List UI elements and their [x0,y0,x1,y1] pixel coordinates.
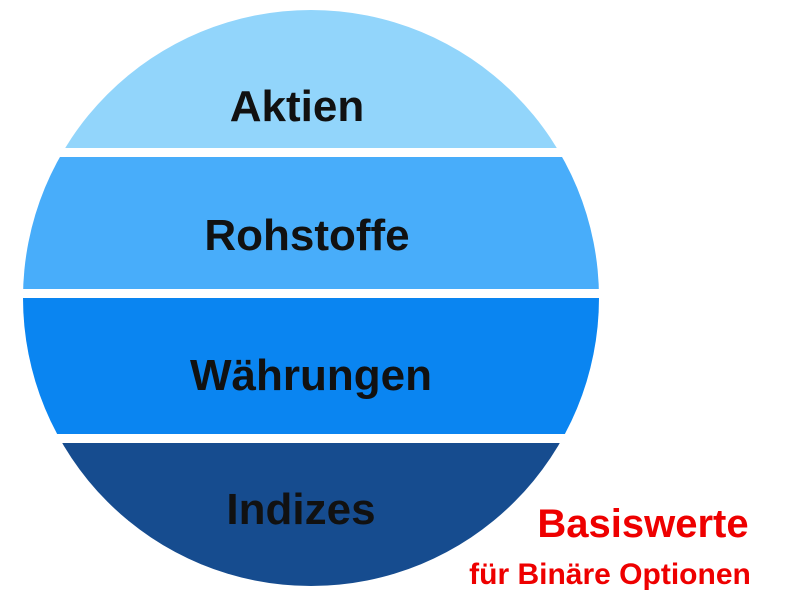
caption-title: Basiswerte [537,502,748,546]
band-rohstoffe [23,157,599,289]
caption-subtitle: für Binäre Optionen [469,558,751,591]
band-label-aktien: Aktien [230,82,364,131]
band-label-rohstoffe: Rohstoffe [204,211,409,260]
band-label-waehrungen: Währungen [190,351,432,400]
band-waehrungen [23,298,599,434]
band-label-indizes: Indizes [226,485,375,534]
